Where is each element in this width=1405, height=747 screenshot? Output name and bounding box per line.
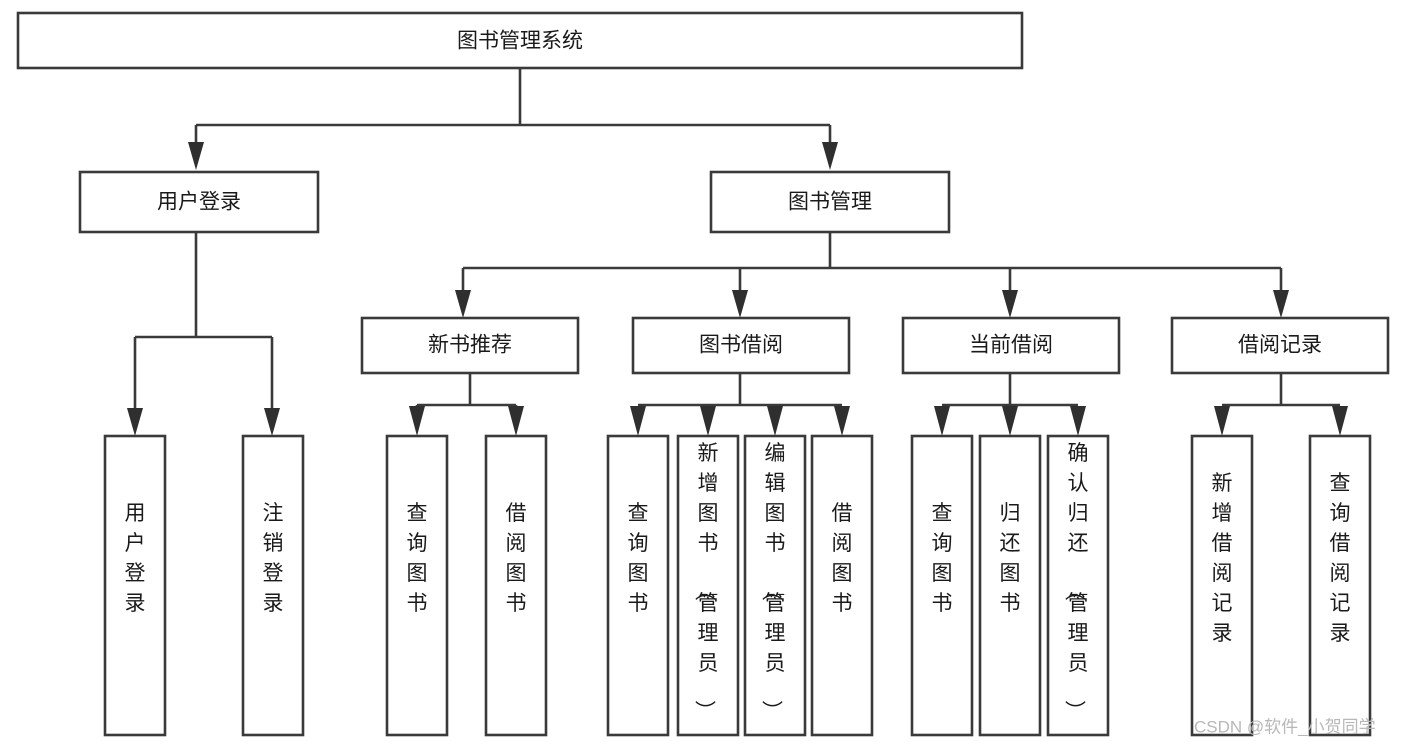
node-leaf-query-record-label: 查询借阅记录 <box>1330 472 1351 645</box>
arrow-head-leaf-user-logout <box>264 408 280 436</box>
node-leaf-query-book-2[interactable]: 查询图书 <box>606 434 670 737</box>
node-leaf-edit-book-label: 编辑图书（管理员） <box>760 442 786 721</box>
node-book-manage[interactable]: 图书管理 <box>709 170 951 234</box>
arrow-head-leaf-confirm-return <box>1070 406 1086 436</box>
node-leaf-confirm-return-label: 确认归还（管理员） <box>1063 442 1089 721</box>
node-leaf-user-login-box[interactable] <box>103 434 167 737</box>
arrow-head-leaf-query-record <box>1332 406 1348 436</box>
node-leaf-return-book[interactable]: 归还图书 <box>978 434 1042 737</box>
node-leaf-add-record[interactable]: 新增借阅记录 <box>1190 434 1254 737</box>
arrow-head-bookmanage <box>822 142 838 170</box>
arrow-head-leaf-borrow-book-1 <box>508 406 524 436</box>
arrow-head-leaf-borrow-book-2 <box>834 406 850 436</box>
node-leaf-borrow-book-1-label: 借阅图书 <box>506 502 527 615</box>
node-user-login-label: 用户登录 <box>157 191 241 214</box>
arrow-head-book-borrow <box>732 290 748 318</box>
arrow-head-leaf-user-login <box>127 408 143 436</box>
arrow-head-new-book-rec <box>455 290 471 318</box>
connector-layer <box>127 68 1348 436</box>
node-leaf-edit-book[interactable]: 编辑图书（管理员） <box>743 434 807 737</box>
arrow-head-leaf-edit-book <box>767 406 783 436</box>
node-book-borrow-label: 图书借阅 <box>699 334 783 357</box>
node-leaf-query-book-1-box[interactable] <box>385 434 449 737</box>
node-leaf-user-login-label: 用户登录 <box>125 502 146 615</box>
arrow-head-current-borrow <box>1002 290 1018 318</box>
node-leaf-query-book-3-box[interactable] <box>910 434 974 737</box>
node-leaf-borrow-book-2[interactable]: 借阅图书 <box>810 434 874 737</box>
node-book-borrow-box[interactable] <box>631 316 851 375</box>
node-leaf-add-record-box[interactable] <box>1190 434 1254 737</box>
node-leaf-return-book-box[interactable] <box>978 434 1042 737</box>
node-leaf-add-book[interactable]: 新增图书（管理员） <box>676 434 740 737</box>
node-leaf-user-login[interactable]: 用户登录 <box>103 434 167 737</box>
node-leaf-borrow-book-2-label: 借阅图书 <box>832 502 853 615</box>
node-leaf-query-book-2-label: 查询图书 <box>628 502 649 615</box>
node-root-label: 图书管理系统 <box>457 30 583 53</box>
node-user-login-box[interactable] <box>78 170 320 234</box>
node-user-login[interactable]: 用户登录 <box>78 170 320 234</box>
node-leaf-confirm-return[interactable]: 确认归还（管理员） <box>1046 434 1110 737</box>
node-root[interactable]: 图书管理系统 <box>16 11 1024 70</box>
arrow-head-leaf-add-book <box>700 406 716 436</box>
node-leaf-user-logout[interactable]: 注销登录 <box>241 434 305 737</box>
node-leaf-query-book-3-label: 查询图书 <box>932 502 953 615</box>
arrow-head-leaf-query-book-3 <box>934 406 950 436</box>
node-current-borrow[interactable]: 当前借阅 <box>901 316 1121 375</box>
node-root-box[interactable] <box>16 11 1024 70</box>
node-leaf-return-book-label: 归还图书 <box>1000 502 1021 615</box>
node-leaf-borrow-book-2-box[interactable] <box>810 434 874 737</box>
node-leaf-confirm-return-box[interactable] <box>1046 434 1110 737</box>
node-leaf-query-book-2-box[interactable] <box>606 434 670 737</box>
node-borrow-record-label: 借阅记录 <box>1238 334 1322 357</box>
node-current-borrow-label: 当前借阅 <box>969 334 1053 357</box>
node-leaf-query-record[interactable]: 查询借阅记录 <box>1308 434 1372 737</box>
node-layer: 图书管理系统 用户登录 图书管理 新书推荐 图书借阅 <box>16 11 1390 737</box>
node-new-book-rec-box[interactable] <box>360 316 580 375</box>
node-leaf-query-record-box[interactable] <box>1308 434 1372 737</box>
node-leaf-query-book-1-label: 查询图书 <box>407 502 428 615</box>
node-leaf-user-logout-box[interactable] <box>241 434 305 737</box>
arrow-head-userlogin <box>188 142 204 170</box>
node-leaf-query-book-3[interactable]: 查询图书 <box>910 434 974 737</box>
node-leaf-add-record-label: 新增借阅记录 <box>1212 472 1233 645</box>
node-current-borrow-box[interactable] <box>901 316 1121 375</box>
arrow-head-leaf-query-book-2 <box>630 406 646 436</box>
node-book-manage-box[interactable] <box>709 170 951 234</box>
node-leaf-edit-book-box[interactable] <box>743 434 807 737</box>
node-leaf-borrow-book-1-box[interactable] <box>484 434 548 737</box>
node-leaf-add-book-label: 新增图书（管理员） <box>693 442 719 721</box>
csdn-watermark: CSDN @软件_小贺同学 <box>1194 717 1376 736</box>
arrow-head-leaf-return-book <box>1002 406 1018 436</box>
node-leaf-user-logout-label: 注销登录 <box>263 502 284 615</box>
arrow-head-leaf-query-book-1 <box>409 406 425 436</box>
arrow-head-borrow-record <box>1273 290 1289 318</box>
node-new-book-rec-label: 新书推荐 <box>428 334 512 357</box>
node-new-book-rec[interactable]: 新书推荐 <box>360 316 580 375</box>
node-borrow-record-box[interactable] <box>1170 316 1390 375</box>
node-book-manage-label: 图书管理 <box>788 191 872 214</box>
node-leaf-add-book-box[interactable] <box>676 434 740 737</box>
node-book-borrow[interactable]: 图书借阅 <box>631 316 851 375</box>
arrow-head-leaf-add-record <box>1214 406 1230 436</box>
node-leaf-borrow-book-1[interactable]: 借阅图书 <box>484 434 548 737</box>
node-leaf-query-book-1[interactable]: 查询图书 <box>385 434 449 737</box>
node-borrow-record[interactable]: 借阅记录 <box>1170 316 1390 375</box>
